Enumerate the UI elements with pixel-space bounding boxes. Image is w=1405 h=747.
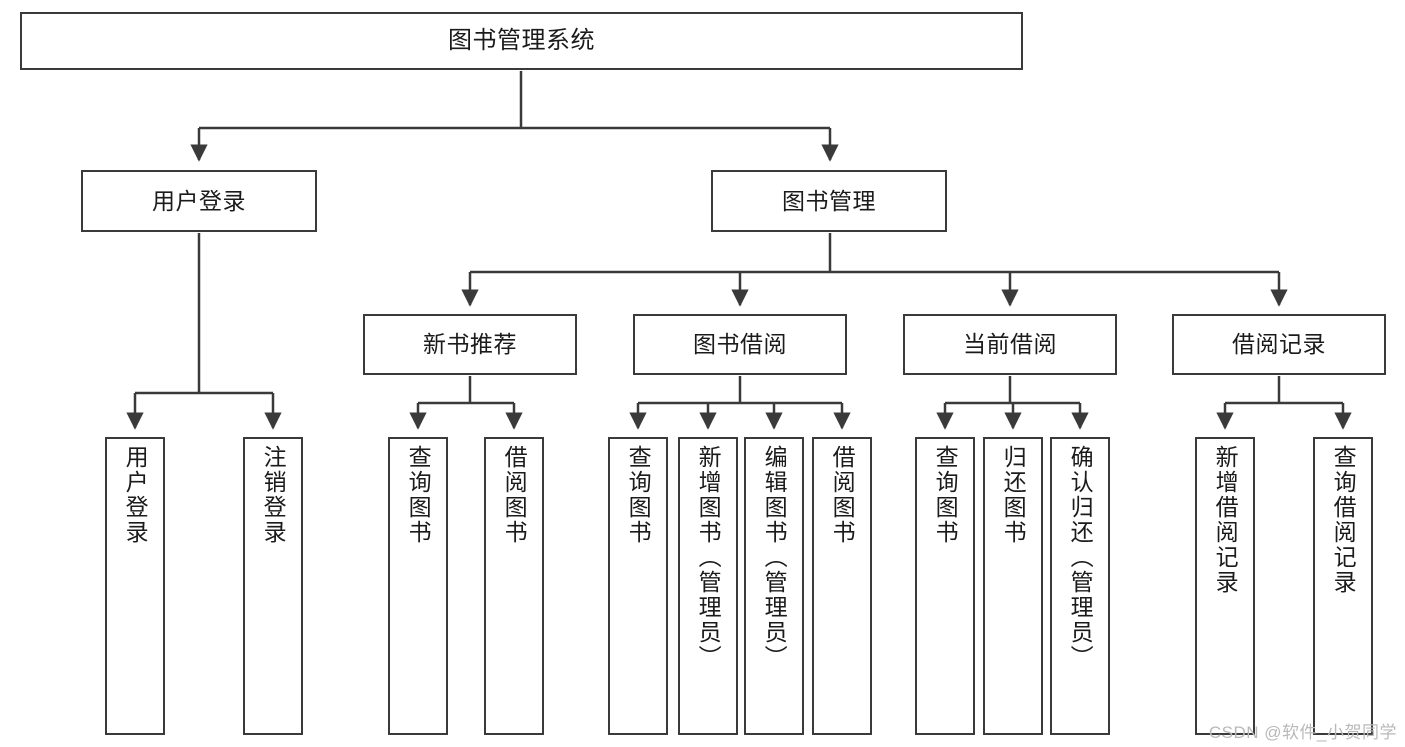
node-leaf-query-book-2[interactable]: 查询图书 [608,437,668,735]
node-leaf-add-record[interactable]: 新增借阅记录 [1195,437,1255,735]
node-leaf-return-book-label: 归还图书 [1000,445,1027,545]
node-leaf-borrow-book-1-label: 借阅图书 [501,445,528,545]
node-leaf-user-logout[interactable]: 注销登录 [243,437,303,735]
node-user-login-label: 用户登录 [152,187,246,214]
node-book-manage[interactable]: 图书管理 [711,170,947,232]
node-leaf-borrow-book-2-label: 借阅图书 [829,445,856,545]
node-borrow-record[interactable]: 借阅记录 [1172,314,1386,375]
node-leaf-borrow-book-2[interactable]: 借阅图书 [812,437,872,735]
node-leaf-query-book-2-label: 查询图书 [625,445,652,545]
node-leaf-return-book[interactable]: 归还图书 [983,437,1043,735]
node-leaf-user-login-label: 用户登录 [122,445,149,545]
node-leaf-query-record[interactable]: 查询借阅记录 [1313,437,1373,735]
node-leaf-query-book-3-label: 查询图书 [932,445,959,545]
node-new-book-rec[interactable]: 新书推荐 [363,314,577,375]
node-leaf-user-logout-label: 注销登录 [260,445,287,545]
node-leaf-query-book-1[interactable]: 查询图书 [388,437,448,735]
node-leaf-confirm-return-label: 确认归还（管理员） [1067,445,1094,670]
node-root[interactable]: 图书管理系统 [20,12,1023,70]
node-leaf-confirm-return[interactable]: 确认归还（管理员） [1050,437,1110,735]
node-user-login[interactable]: 用户登录 [81,170,317,232]
node-leaf-query-record-label: 查询借阅记录 [1330,445,1357,595]
node-leaf-add-book[interactable]: 新增图书（管理员） [678,437,738,735]
node-book-borrow-label: 图书借阅 [693,331,787,358]
node-leaf-user-login[interactable]: 用户登录 [105,437,165,735]
node-current-borrow[interactable]: 当前借阅 [903,314,1117,375]
node-current-borrow-label: 当前借阅 [963,331,1057,358]
node-leaf-add-book-label: 新增图书（管理员） [695,445,722,670]
node-leaf-query-book-1-label: 查询图书 [405,445,432,545]
watermark-text: CSDN @软件_小贺同学 [1208,723,1397,742]
node-leaf-borrow-book-1[interactable]: 借阅图书 [484,437,544,735]
node-book-manage-label: 图书管理 [782,187,876,214]
node-leaf-add-record-label: 新增借阅记录 [1212,445,1239,595]
node-leaf-edit-book-label: 编辑图书（管理员） [761,445,788,670]
node-root-label: 图书管理系统 [448,27,595,55]
node-book-borrow[interactable]: 图书借阅 [633,314,847,375]
node-leaf-query-book-3[interactable]: 查询图书 [915,437,975,735]
node-new-book-rec-label: 新书推荐 [423,331,517,358]
node-leaf-edit-book[interactable]: 编辑图书（管理员） [744,437,804,735]
node-borrow-record-label: 借阅记录 [1232,331,1326,358]
